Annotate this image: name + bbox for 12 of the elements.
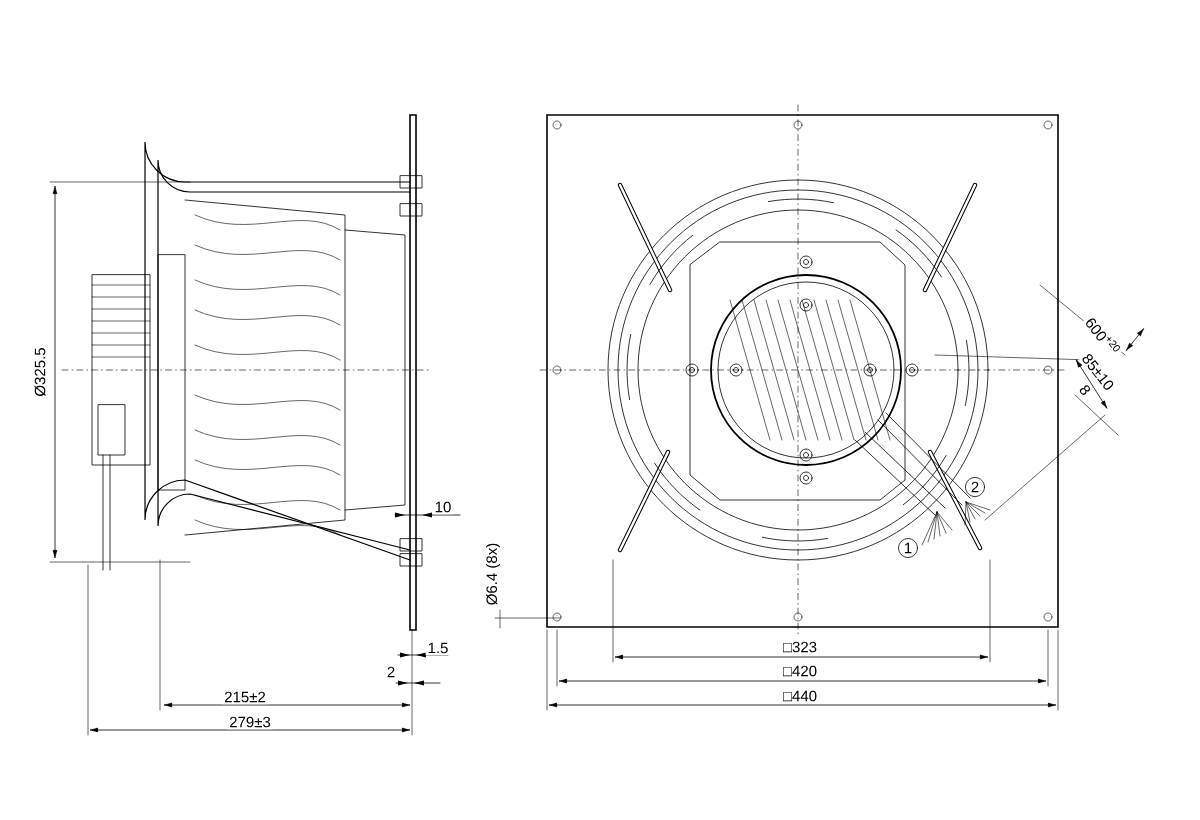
dimension-label: Ø6.4 (8x) xyxy=(484,540,502,608)
callout-number: 2 xyxy=(965,477,985,497)
dimension-label: 10 xyxy=(432,499,454,515)
dimension-label: 279±3 xyxy=(227,714,273,730)
dimension-label: 215±2 xyxy=(222,689,268,705)
dimension-label: □323 xyxy=(780,639,820,655)
dimension-label: 1.5 xyxy=(425,640,451,656)
dimension-label: □440 xyxy=(780,688,820,704)
callout-number: 1 xyxy=(898,538,918,558)
dimension-label: 2 xyxy=(384,664,398,680)
dimension-label: Ø325.5 xyxy=(32,345,48,399)
dimension-label: □420 xyxy=(780,663,820,679)
